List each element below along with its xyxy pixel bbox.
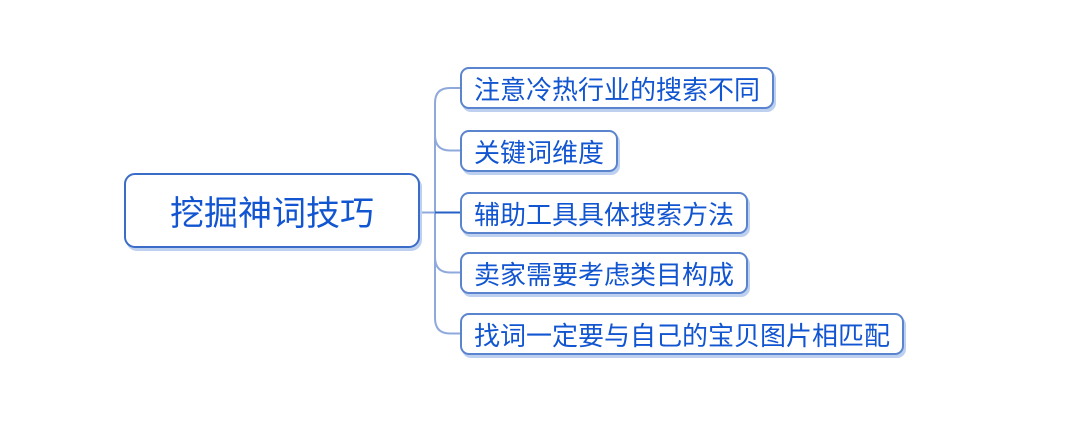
child-topic-match-product-image[interactable]: 找词一定要与自己的宝贝图片相匹配 <box>460 313 905 355</box>
child-topic-label: 辅助工具具体搜索方法 <box>474 200 735 230</box>
root-topic[interactable]: 挖掘神词技巧 <box>124 173 420 248</box>
connector-branch-2 <box>434 134 461 152</box>
child-topic-category-composition[interactable]: 卖家需要考虑类目构成 <box>460 252 749 294</box>
child-topic-label: 卖家需要考虑类目构成 <box>474 260 735 290</box>
root-topic-label: 挖掘神词技巧 <box>170 196 374 233</box>
child-topic-keyword-dimension[interactable]: 关键词维度 <box>460 130 619 172</box>
child-topic-label: 找词一定要与自己的宝贝图片相匹配 <box>474 321 891 351</box>
child-topic-label: 关键词维度 <box>474 138 605 168</box>
connector-branch-5 <box>434 317 461 335</box>
connector-branch-1 <box>434 87 461 104</box>
child-topic-tool-search-method[interactable]: 辅助工具具体搜索方法 <box>460 192 749 234</box>
child-topic-search-difference[interactable]: 注意冷热行业的搜索不同 <box>460 67 775 109</box>
child-topic-label: 注意冷热行业的搜索不同 <box>474 75 761 105</box>
connector-branch-4 <box>434 256 461 274</box>
